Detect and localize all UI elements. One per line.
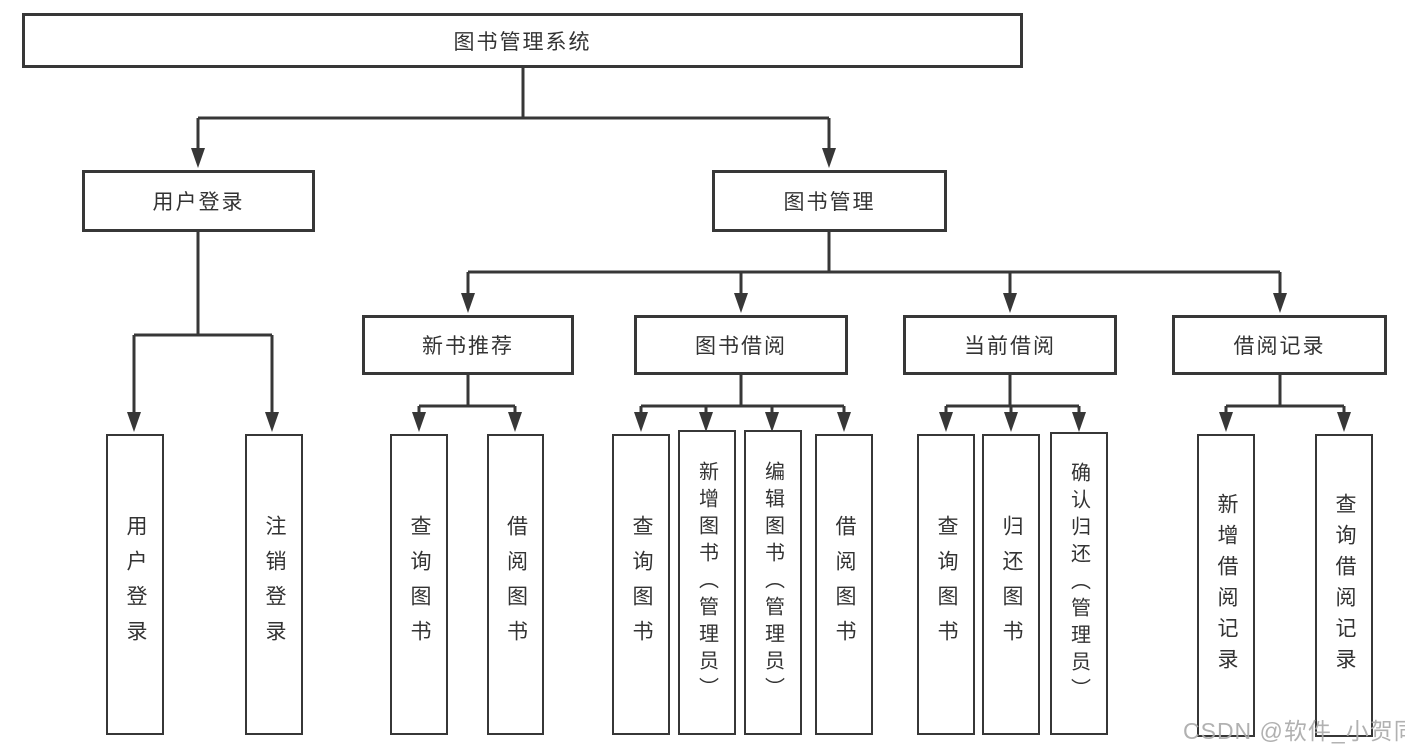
arrow-down-icon [412,412,426,432]
arrow-down-icon [939,412,953,432]
arrow-down-icon [734,293,748,313]
arrow-down-icon [1003,293,1017,313]
arrow-down-icon [191,148,205,168]
arrow-down-icon [765,412,779,432]
leaf-borrowing-borrow-books: 借阅图书 [815,434,873,735]
connector-current-borrowing-children [944,375,1081,414]
arrow-down-icon [1219,412,1233,432]
leaf-current-query-books: 查询图书 [917,434,975,735]
connector-book-borrowing-children [639,375,846,414]
leaf-user-login: 用户登录 [106,434,164,735]
arrow-down-icon [461,293,475,313]
arrow-down-icon [634,412,648,432]
node-book-borrowing: 图书借阅 [634,315,848,375]
leaf-borrowing-query-books: 查询图书 [612,434,670,735]
arrow-down-icon [1273,293,1287,313]
watermark: CSDN @软件_小贺同学 [1183,718,1405,744]
arrow-down-icon [1072,412,1086,432]
connector-user-login-children [132,232,274,414]
connector-root-to-level2 [196,68,831,149]
leaf-borrowing-add-books-admin: 新增图书（管理员） [678,430,736,735]
leaf-current-return-books: 归还图书 [982,434,1040,735]
leaf-current-confirm-return-admin: 确认归还（管理员） [1050,432,1108,735]
arrow-down-icon [1337,412,1351,432]
arrowheads [127,148,1351,432]
arrow-down-icon [127,412,141,432]
arrow-down-icon [837,412,851,432]
node-library-management-system: 图书管理系统 [22,13,1023,68]
arrow-down-icon [699,412,713,432]
connector-borrowing-records-children [1224,375,1346,414]
connector-book-management-children [466,232,1282,294]
node-new-book-recommendation: 新书推荐 [362,315,574,375]
node-borrowing-records: 借阅记录 [1172,315,1387,375]
leaf-newrec-query-books: 查询图书 [390,434,448,735]
arrow-down-icon [265,412,279,432]
arrow-down-icon [508,412,522,432]
node-current-borrowing: 当前借阅 [903,315,1117,375]
node-book-management: 图书管理 [712,170,947,232]
arrow-down-icon [1004,412,1018,432]
leaf-logout: 注销登录 [245,434,303,735]
arrow-down-icon [822,148,836,168]
leaf-newrec-borrow-books: 借阅图书 [487,434,544,735]
connector-new-book-children [417,375,517,414]
leaf-records-add-borrow-record: 新增借阅记录 [1197,434,1255,737]
leaf-records-query-borrow-record: 查询借阅记录 [1315,434,1373,737]
leaf-borrowing-edit-books-admin: 编辑图书（管理员） [744,430,802,735]
node-user-login: 用户登录 [82,170,315,232]
